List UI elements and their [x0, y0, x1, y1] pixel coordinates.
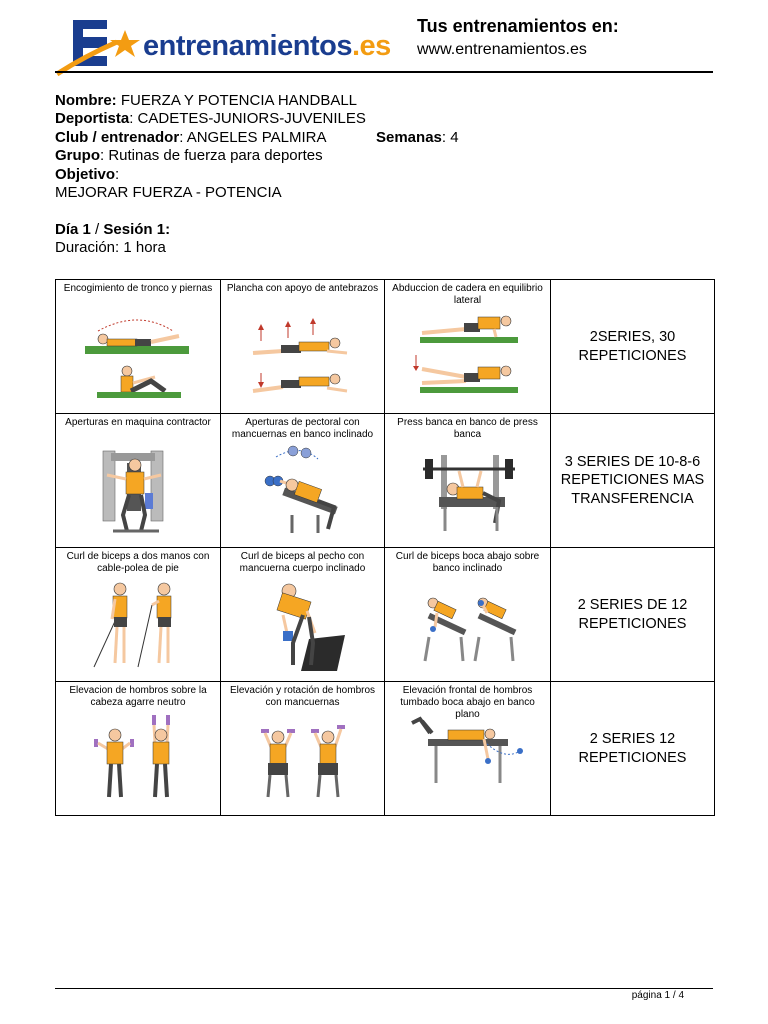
- nombre-value: FUERZA Y POTENCIA HANDBALL: [120, 92, 358, 109]
- table-row: Aperturas en maquina contractor Apertura…: [55, 413, 715, 548]
- deportista-value: : CADETES-JUNIORS-JUVENILES: [129, 110, 366, 128]
- exercise-name: Elevacion de hombros sobre la cabeza aga…: [69, 685, 207, 708]
- plan-info: Nombre: FUERZA Y POTENCIA HANDBALL Depor…: [55, 92, 715, 258]
- sets-reps: 3 SERIES DE 10-8-6 REPETICIONES MAS TRAN…: [550, 413, 715, 548]
- shoulder-rotation-illustration: [260, 725, 345, 798]
- semanas-value: : 4: [441, 128, 459, 146]
- prone-front-raise-illustration: [410, 716, 523, 783]
- logo-wordmark: entrenamientos.es: [143, 30, 391, 62]
- table-row: Curl de biceps a dos manos con cable-pol…: [55, 547, 715, 682]
- table-row: Encogimiento de tronco y piernas Plancha…: [55, 279, 715, 414]
- exercise-cell: Elevación y rotación de hombros con manc…: [220, 681, 385, 816]
- duration: Duración: 1 hora: [55, 239, 166, 257]
- exercise-name: Press banca en banco de press banca: [397, 417, 538, 440]
- session-title: Día 1 / Sesión 1:: [55, 220, 171, 238]
- exercise-cell: Aperturas de pectoral con mancuernas en …: [220, 413, 385, 548]
- exercise-table: Encogimiento de tronco y piernas Plancha…: [55, 279, 715, 816]
- exercise-name: Aperturas en maquina contractor: [65, 417, 211, 428]
- bench-press-illustration: [422, 455, 515, 531]
- exercise-name: Abduccion de cadera en equilibrio latera…: [392, 283, 543, 306]
- cable-curl-illustration: [93, 582, 172, 668]
- prone-incline-curl-illustration: [423, 597, 516, 662]
- tagline: Tus entrenamientos en: www.entrenamiento…: [417, 14, 713, 62]
- sets-reps: 2 SERIES DE 12 REPETICIONES: [550, 547, 715, 682]
- plank-illustration: [252, 318, 347, 393]
- exercise-cell: Curl de biceps boca abajo sobre banco in…: [384, 547, 551, 682]
- exercise-name: Plancha con apoyo de antebrazos: [226, 283, 379, 294]
- sets-reps: 2 SERIES 12 REPETICIONES: [550, 681, 715, 816]
- overhead-press-illustration: [94, 715, 170, 798]
- exercise-cell: Abduccion de cadera en equilibrio latera…: [384, 279, 551, 414]
- incline-dumbbell-fly-illustration: [264, 445, 338, 533]
- exercise-name: Curl de biceps al pecho con mancuerna cu…: [239, 551, 366, 574]
- header-divider: [55, 71, 713, 73]
- exercise-cell: Press banca en banco de press banca: [384, 413, 551, 548]
- nombre-row: Nombre: FUERZA Y POTENCIA HANDBALL: [55, 92, 358, 109]
- page-header: entrenamientos.es Tus entrenamientos en:…: [55, 12, 713, 77]
- exercise-cell: Curl de biceps a dos manos con cable-pol…: [55, 547, 221, 682]
- exercise-name: Elevación y rotación de hombros con manc…: [229, 685, 376, 708]
- exercise-cell: Curl de biceps al pecho con mancuerna cu…: [220, 547, 385, 682]
- tagline-title: Tus entrenamientos en:: [417, 16, 619, 36]
- grupo-row: Grupo: Rutinas de fuerza para deportes: [55, 147, 323, 165]
- footer-divider: [55, 988, 713, 989]
- deportista-row: Deportista: CADETES-JUNIORS-JUVENILES: [55, 110, 366, 128]
- grupo-value: : Rutinas de fuerza para deportes: [100, 147, 323, 165]
- objetivo-value: MEJORAR FUERZA - POTENCIA: [55, 183, 282, 201]
- exercise-name: Curl de biceps boca abajo sobre banco in…: [395, 551, 540, 574]
- exercise-cell: Encogimiento de tronco y piernas: [55, 279, 221, 414]
- objetivo-row: Objetivo:: [55, 165, 120, 183]
- side-hip-abduction-illustration: [412, 315, 518, 393]
- table-row: Elevacion de hombros sobre la cabeza aga…: [55, 681, 715, 816]
- exercise-name: Encogimiento de tronco y piernas: [63, 283, 213, 294]
- crunch-illustration: [85, 319, 189, 398]
- entrenamientos-logo[interactable]: entrenamientos.es: [55, 16, 395, 77]
- page-number: página 1 / 4: [631, 990, 684, 1001]
- logo-emblem-icon: [55, 20, 140, 77]
- club-value: : ANGELES PALMIRA: [179, 128, 327, 146]
- exercise-cell: Elevacion de hombros sobre la cabeza aga…: [55, 681, 221, 816]
- exercise-name: Aperturas de pectoral con mancuernas en …: [231, 417, 374, 440]
- semanas-field: Semanas: 4: [376, 128, 459, 146]
- concentration-curl-illustration: [276, 583, 345, 671]
- exercise-name: Curl de biceps a dos manos con cable-pol…: [66, 551, 210, 574]
- exercise-cell: Plancha con apoyo de antebrazos: [220, 279, 385, 414]
- exercise-cell: Elevación frontal de hombros tumbado boc…: [384, 681, 551, 816]
- club-row: Club / entrenador: ANGELES PALMIRA Seman…: [55, 128, 459, 146]
- machine-fly-illustration: [102, 450, 164, 533]
- exercise-cell: Aperturas en maquina contractor: [55, 413, 221, 548]
- exercise-name: Elevación frontal de hombros tumbado boc…: [400, 685, 535, 720]
- sets-reps: 2SERIES, 30 REPETICIONES: [550, 279, 715, 414]
- tagline-url[interactable]: www.entrenamientos.es: [417, 41, 587, 58]
